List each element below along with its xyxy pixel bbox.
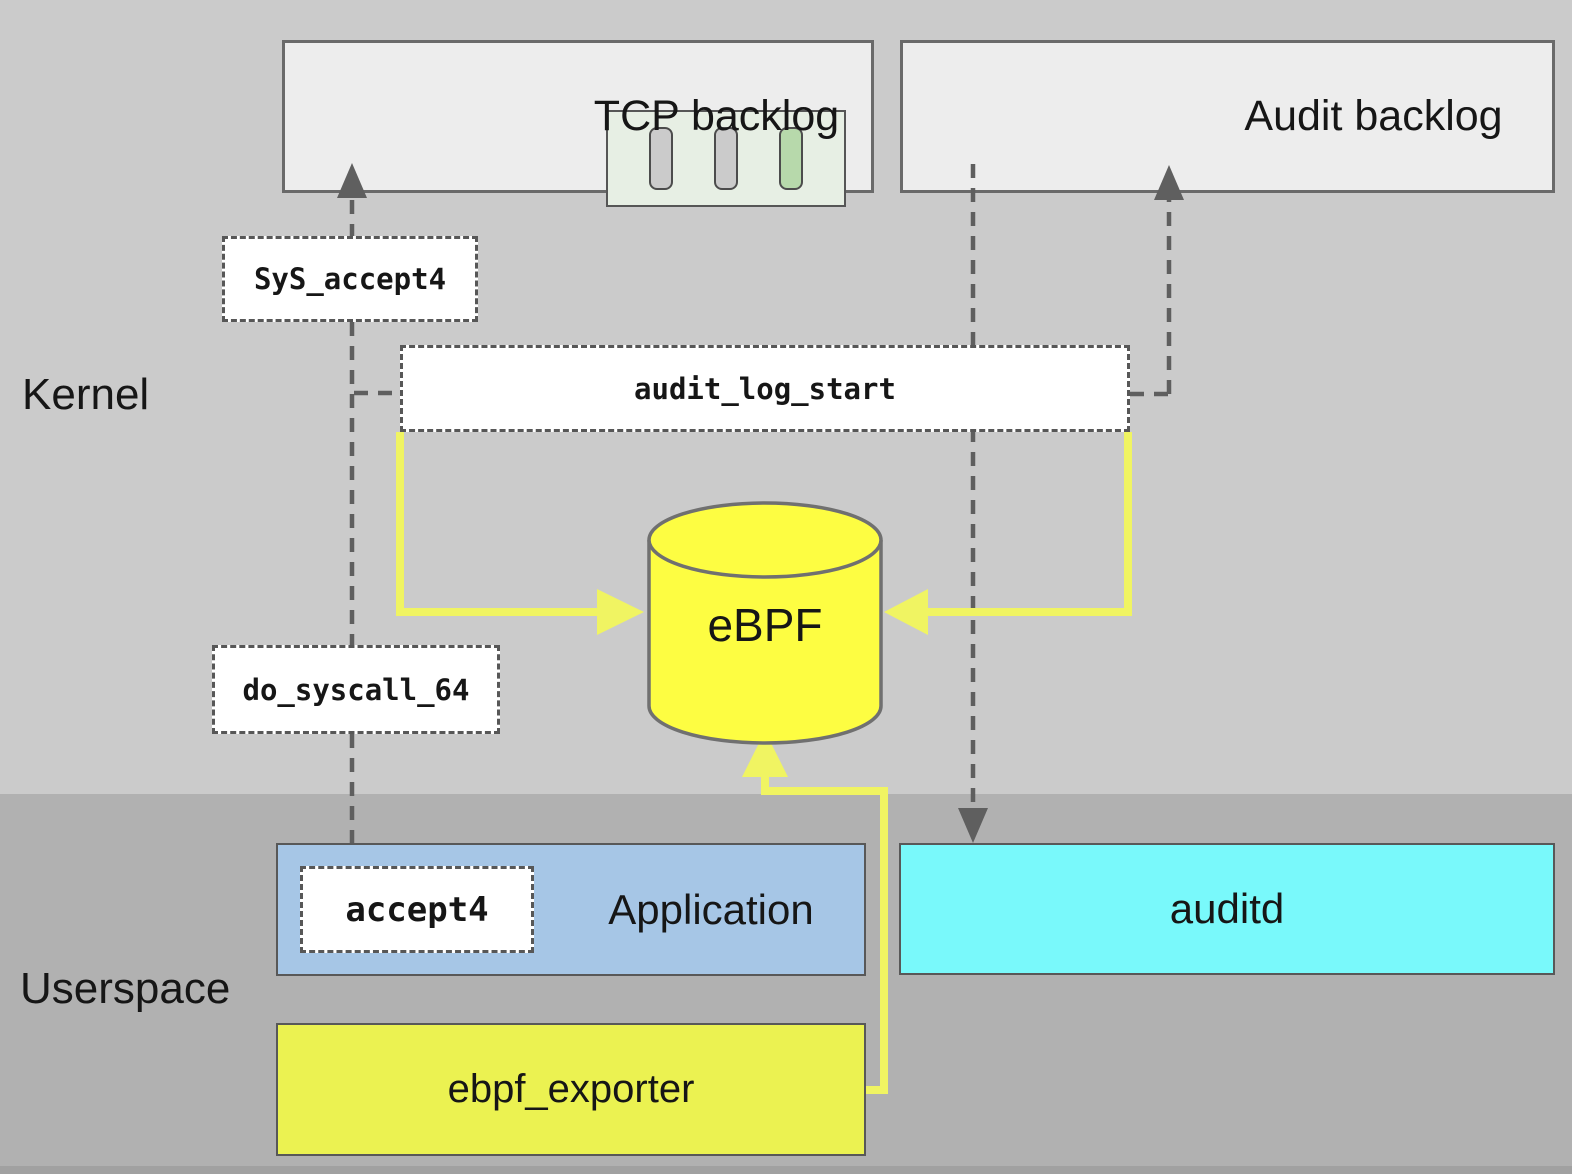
- sys-accept4-label: SyS_accept4: [253, 262, 447, 296]
- ebpf-left-arrowhead: [597, 589, 644, 635]
- backlog-slot-green: [779, 127, 803, 190]
- audit-log-start-label: audit_log_start: [634, 371, 896, 406]
- audit-log-start-box: audit_log_start: [400, 345, 1130, 432]
- cylinder-top: [647, 501, 883, 579]
- kernel-region-label: Kernel: [22, 370, 150, 419]
- ebpf-probe-right-line: [928, 432, 1132, 616]
- ebpf-exporter-label: ebpf_exporter: [447, 1067, 695, 1111]
- do-syscall-64-label: do_syscall_64: [242, 672, 470, 707]
- application-label: Application: [608, 885, 814, 933]
- userspace-region-label: Userspace: [20, 964, 231, 1013]
- tcp-backlog-label: TCP backlog: [593, 92, 840, 140]
- backlog-slot-gray: [714, 127, 738, 190]
- audit-backlog-label: Audit backlog: [1244, 92, 1503, 140]
- auditd-arrowhead: [958, 808, 988, 843]
- application-box: [276, 843, 866, 976]
- auditd-box: auditd: [899, 843, 1555, 975]
- cylinder-shape: [647, 501, 883, 745]
- exporter-to-ebpf-line: [761, 777, 888, 1094]
- sys-accept4-box: SyS_accept4: [222, 236, 478, 322]
- tcp-backlog-slots: [606, 110, 846, 207]
- backlog-slot-gray: [649, 127, 673, 190]
- cylinder-body: [647, 540, 883, 745]
- tcp-backlog-box: TCP backlog: [282, 40, 874, 207]
- ebpf-exporter-box: ebpf_exporter: [276, 1023, 866, 1156]
- auditd-label: auditd: [1169, 885, 1285, 932]
- ebpf-probe-left-line: [396, 432, 597, 616]
- ebpf-right-arrowhead: [884, 589, 928, 635]
- audit-backlog-arrowhead: [1154, 165, 1184, 200]
- accept4-label: accept4: [345, 889, 489, 930]
- ebpf-cylinder: [645, 500, 885, 746]
- ebpf-bottom-arrowhead: [742, 731, 788, 777]
- tcp-arrowhead: [337, 163, 367, 198]
- do-syscall-64-box: do_syscall_64: [212, 645, 500, 734]
- audit-backlog-box: Audit backlog: [900, 40, 1555, 193]
- ebpf-label: eBPF: [707, 599, 823, 651]
- accept4-box: accept4: [300, 866, 534, 953]
- bottom-strip: [0, 1166, 1572, 1174]
